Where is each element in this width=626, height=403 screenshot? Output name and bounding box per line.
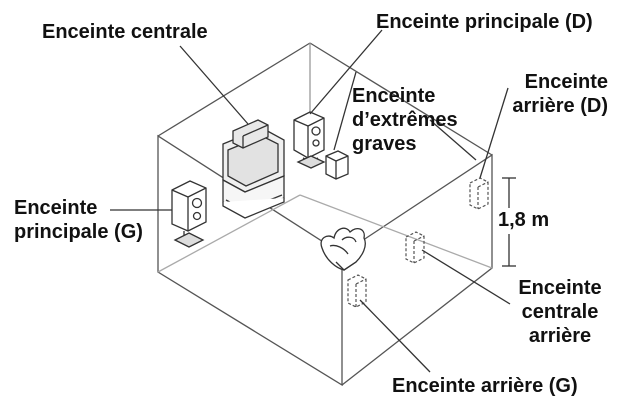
- leader-front-right: [309, 29, 383, 115]
- armchair-icon: [320, 227, 366, 271]
- label-center-speaker: Enceinte centrale: [42, 21, 208, 43]
- front-left-speaker-icon: [171, 180, 207, 248]
- label-front-left-line2: principale (G): [14, 221, 143, 243]
- leader-rear-left: [359, 299, 431, 373]
- leader-center: [179, 45, 249, 125]
- room-top-left-edge: [157, 42, 311, 137]
- label-rear-right-line1: Enceinte: [524, 71, 608, 93]
- leader-rear-center: [421, 249, 511, 305]
- label-rear-center-line1: Enceinte: [518, 277, 602, 299]
- label-rear-left: Enceinte arrière (G): [392, 375, 578, 397]
- label-front-left-line1: Enceinte: [14, 197, 98, 219]
- tv-icon: [222, 127, 285, 219]
- rear-center-speaker-icon: [405, 231, 425, 264]
- label-subwoofer-line3: graves: [352, 133, 417, 155]
- label-front-right: Enceinte principale (D): [376, 11, 593, 33]
- leader-room-edge: [429, 119, 477, 161]
- label-subwoofer-line1: Enceinte: [352, 85, 436, 107]
- front-right-speaker-icon: [293, 111, 326, 169]
- room-top-back-edge: [309, 42, 493, 156]
- rear-left-speaker-icon: [347, 274, 367, 308]
- height-dimension: [502, 177, 516, 267]
- room-floor-back-right: [299, 194, 493, 269]
- room-right-face: [341, 153, 493, 386]
- leader-lines: [110, 29, 511, 373]
- center-speaker-icon: [232, 119, 269, 149]
- subwoofer-icon: [325, 150, 349, 180]
- leader-subwoofer: [333, 71, 357, 151]
- label-subwoofer: Enceinte d’extrêmes graves: [352, 84, 458, 156]
- label-front-left: Enceinte principale (G): [14, 196, 143, 244]
- label-rear-center-line2: centrale: [521, 301, 599, 323]
- label-rear-center: Enceinte centrale arrière: [508, 276, 612, 348]
- room-box: [157, 42, 493, 387]
- label-height: 1,8 m: [498, 209, 550, 231]
- room-floor-back-left: [157, 194, 301, 273]
- label-subwoofer-line2: d’extrêmes: [352, 109, 458, 131]
- label-rear-right: Enceinte arrière (D): [508, 70, 608, 118]
- label-rear-right-line2: arrière (D): [512, 95, 608, 117]
- label-rear-center-line3: arrière: [528, 325, 592, 347]
- rear-right-speaker-icon: [469, 177, 489, 210]
- leader-rear-right: [479, 87, 509, 179]
